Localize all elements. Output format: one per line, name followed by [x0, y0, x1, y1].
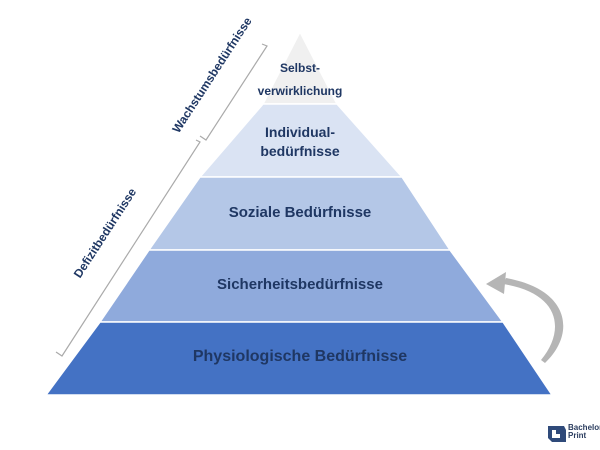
curved-arrow-icon	[503, 278, 564, 363]
label-line: Individual-	[265, 124, 335, 140]
label-line: bedürfnisse	[260, 143, 340, 159]
label-line: Sicherheitsbedürfnisse	[217, 276, 383, 293]
label-self-actualization: Selbst- verwirklichung	[0, 57, 600, 103]
label-safety: Sicherheitsbedürfnisse	[0, 276, 600, 294]
label-line: Soziale Bedürfnisse	[228, 204, 372, 221]
deficit-needs-bracket	[55, 139, 201, 357]
logo-line2: Print	[568, 431, 587, 440]
growth-needs-bracket	[199, 43, 268, 141]
bachelorprint-logo-icon	[548, 426, 566, 442]
logo-text: Bachelor Print	[568, 424, 600, 440]
label-line: verwirklichung	[257, 84, 343, 98]
label-line: Selbst-	[279, 61, 320, 75]
arrow-head-icon	[486, 272, 506, 294]
label-esteem: Individual- bedürfnisse	[0, 123, 600, 161]
label-line: Physiologische Bedürfnisse	[192, 348, 408, 365]
pyramid-level-physiological	[44, 321, 554, 396]
label-physiological: Physiologische Bedürfnisse	[0, 347, 600, 367]
logo-line1: Bachelor	[568, 423, 600, 432]
label-social: Soziale Bedürfnisse	[0, 204, 600, 222]
